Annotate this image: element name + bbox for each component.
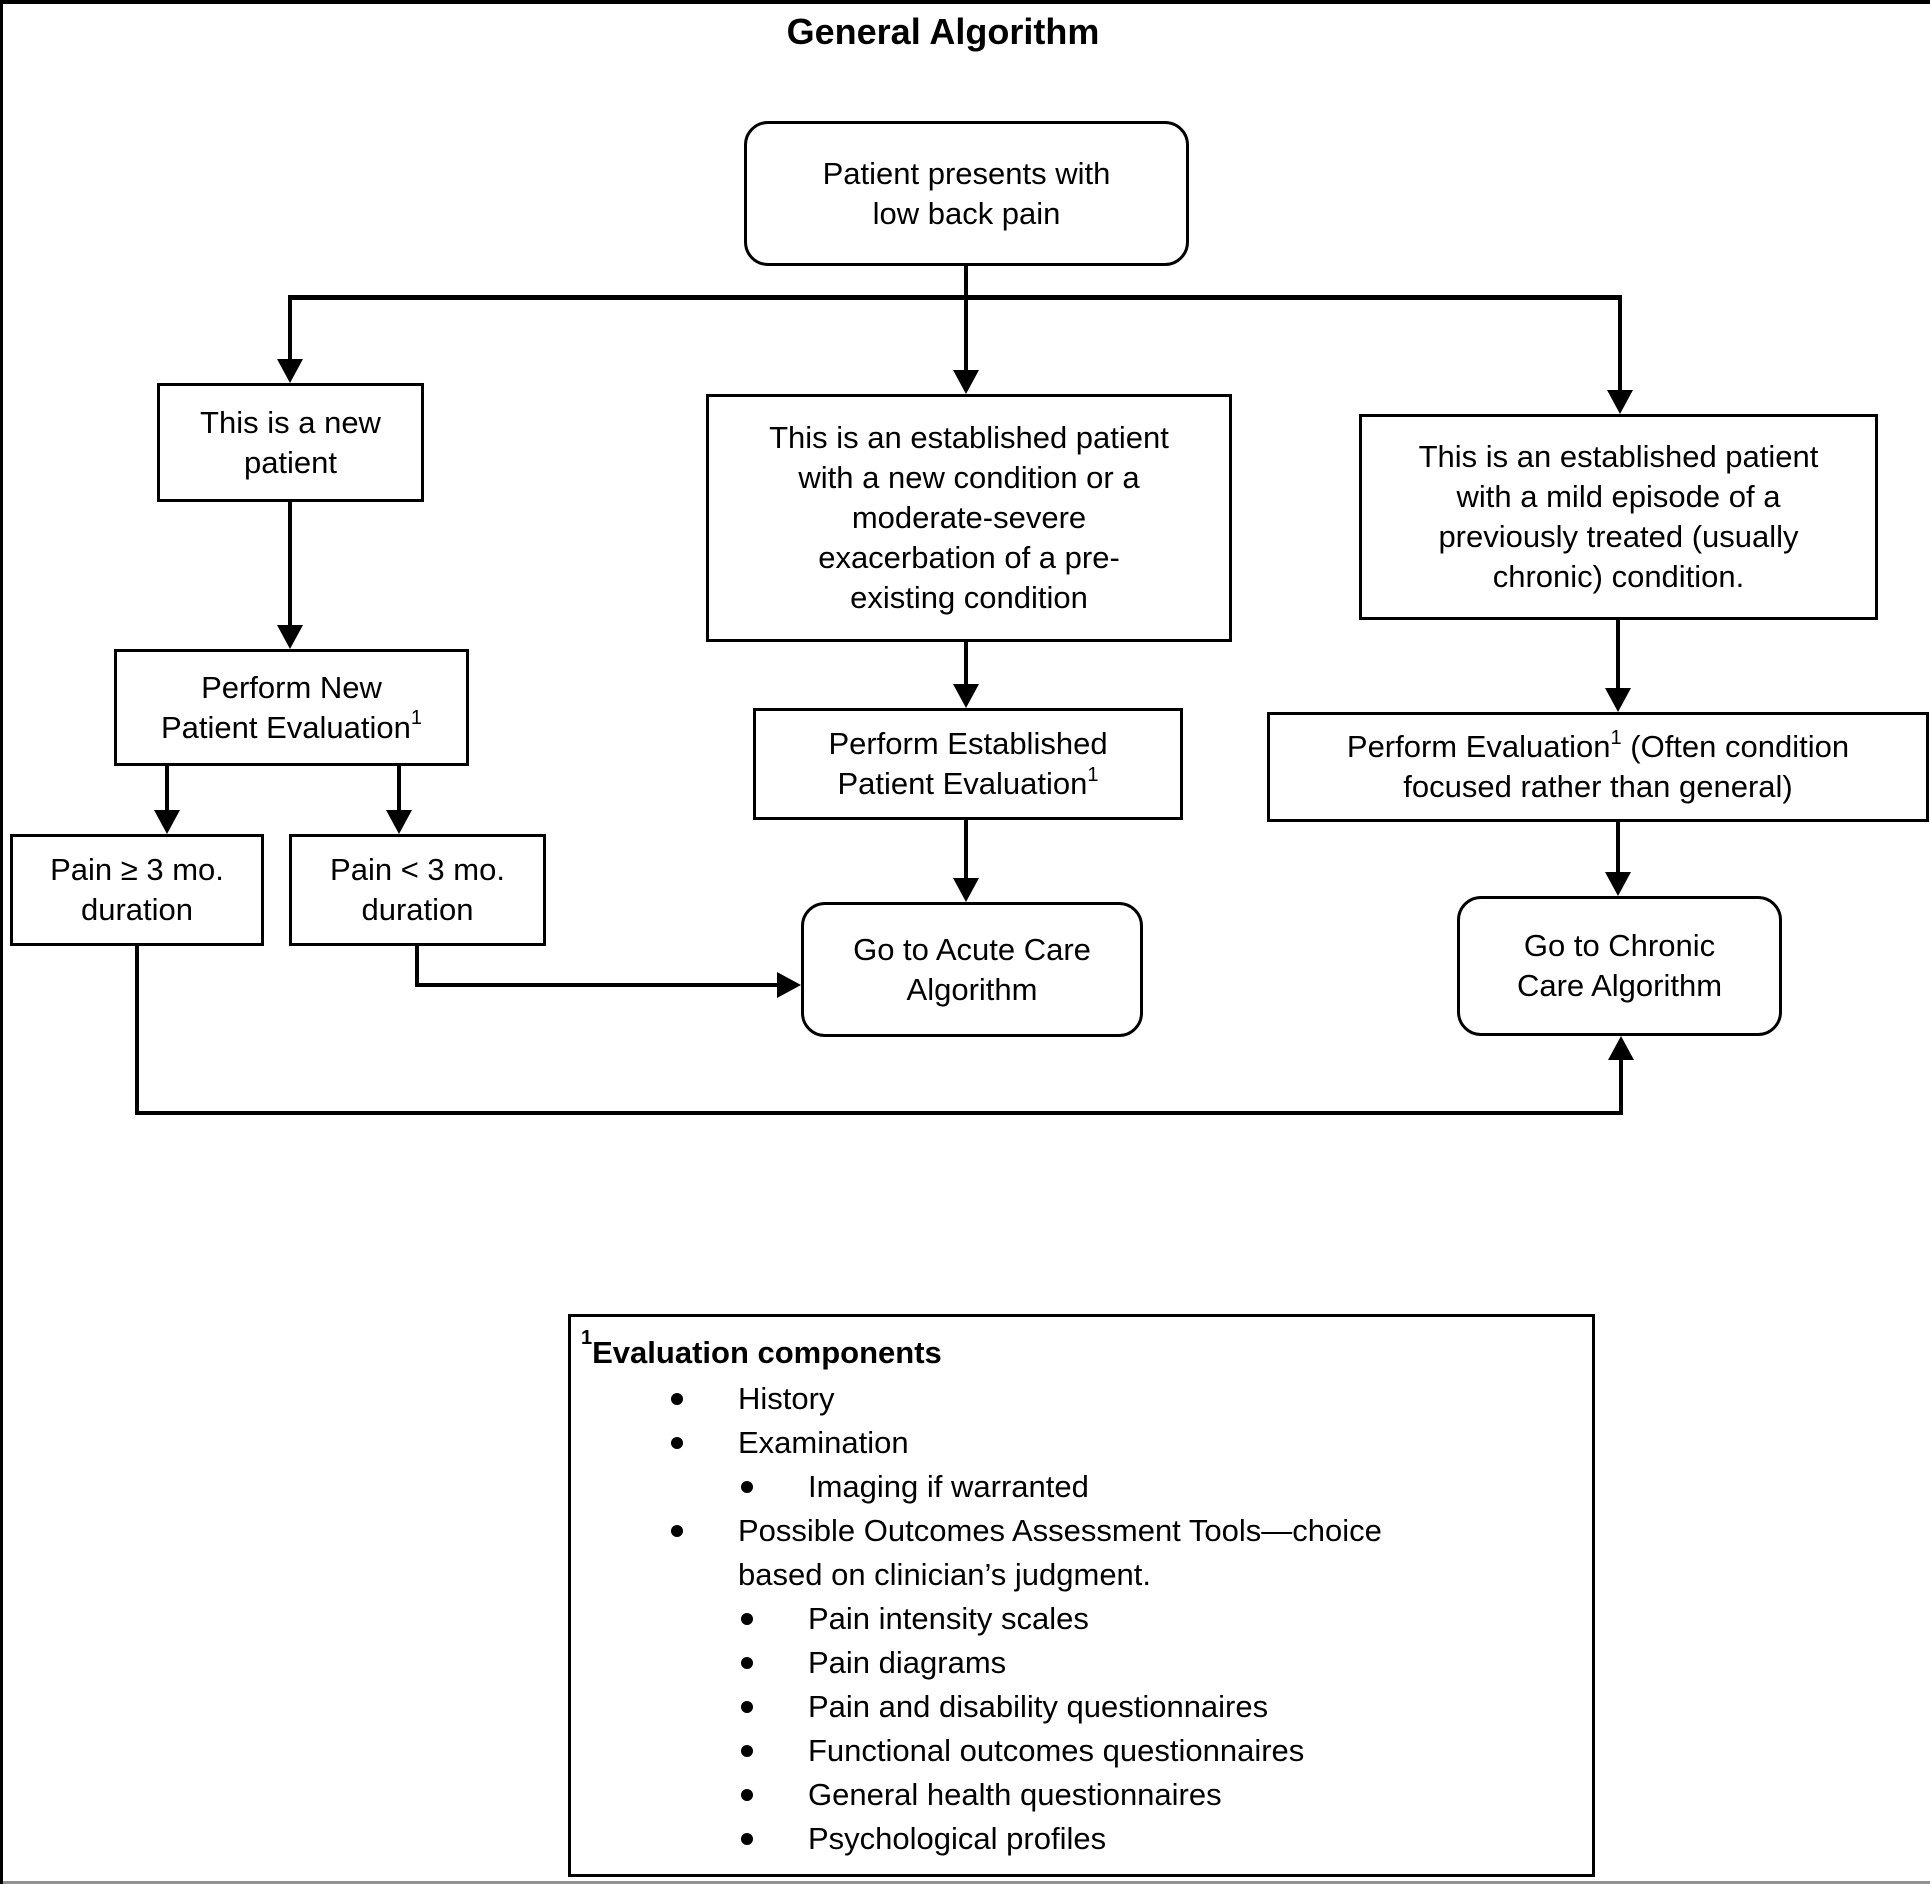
page-title: General Algorithm <box>786 11 1100 52</box>
connector-painge-feedback-v1 <box>135 946 139 1115</box>
node-established-new-condition: This is an established patient with a ne… <box>706 394 1232 642</box>
node-pain-lt-3mo: Pain < 3 mo. duration <box>289 834 546 946</box>
node-established-mild-episode: This is an established patient with a mi… <box>1359 414 1878 620</box>
evaluation-components-heading: 1Evaluation components <box>581 1326 942 1370</box>
node-pain-ge-3mo: Pain ≥ 3 mo. duration <box>10 834 264 946</box>
connector-painlt-elbow-h <box>415 983 777 987</box>
bottom-border <box>3 1881 1930 1884</box>
list-item: Possible Outcomes Assessment Tools—choic… <box>581 1509 1574 1597</box>
connector-eval-to-pain-lt <box>397 766 401 810</box>
bullet-icon <box>741 1833 753 1845</box>
footnote-marker: 1 <box>581 1326 593 1349</box>
bullet-icon <box>741 1789 753 1801</box>
arrowhead-down-icon <box>1607 390 1633 414</box>
node-perform-eval-condition: Perform Evaluation1 (Often condition foc… <box>1267 712 1929 822</box>
arrowhead-up-icon <box>1608 1036 1634 1060</box>
list-item: Pain and disability questionnaires <box>581 1685 1574 1729</box>
arrowhead-down-icon <box>277 625 303 649</box>
arrowhead-down-icon <box>953 684 979 708</box>
connector-top-to-middle <box>964 266 968 370</box>
bullet-icon <box>671 1393 683 1405</box>
list-item: Psychological profiles <box>581 1817 1574 1861</box>
arrowhead-down-icon <box>386 810 412 834</box>
list-item: Imaging if warranted <box>581 1465 1574 1509</box>
node-acute-care: Go to Acute Care Algorithm <box>801 902 1143 1037</box>
node-perform-new-eval: Perform New Patient Evaluation1 <box>114 649 469 766</box>
arrowhead-right-icon <box>777 972 801 998</box>
connector-eval-to-chronic <box>1616 822 1620 872</box>
bullet-icon <box>671 1525 683 1537</box>
list-item: General health questionnaires <box>581 1773 1574 1817</box>
connector-painlt-elbow-v <box>415 946 419 987</box>
node-chronic-care: Go to Chronic Care Algorithm <box>1457 896 1782 1036</box>
node-patient-presents: Patient presents with low back pain <box>744 121 1189 266</box>
arrowhead-down-icon <box>277 359 303 383</box>
list-item: Pain diagrams <box>581 1641 1574 1685</box>
list-item: Pain intensity scales <box>581 1597 1574 1641</box>
list-item: History <box>581 1377 1574 1421</box>
connector-painge-feedback-v2 <box>1619 1060 1623 1115</box>
connector-distribution-line <box>288 295 1622 300</box>
connector-eval-to-pain-ge <box>165 766 169 810</box>
list-item: Functional outcomes questionnaires <box>581 1729 1574 1773</box>
bullet-icon <box>741 1481 753 1493</box>
bullet-icon <box>741 1613 753 1625</box>
connector-right-branch <box>1618 295 1622 390</box>
connector-painge-feedback-h <box>135 1111 1623 1115</box>
connector-left-branch <box>288 295 292 359</box>
bullet-icon <box>741 1657 753 1669</box>
node-perform-established-eval: Perform Established Patient Evaluation1 <box>753 708 1183 820</box>
evaluation-components-box: 1Evaluation components History Examinati… <box>568 1314 1595 1877</box>
connector-eval-to-acute <box>964 820 968 878</box>
arrowhead-down-icon <box>154 810 180 834</box>
connector-newpatient-to-eval <box>288 502 292 625</box>
footnote-marker: 1 <box>1087 763 1099 786</box>
bullet-icon <box>741 1745 753 1757</box>
arrowhead-down-icon <box>953 878 979 902</box>
arrowhead-down-icon <box>1605 872 1631 896</box>
footnote-marker: 1 <box>1610 726 1622 749</box>
bullet-icon <box>671 1437 683 1449</box>
footnote-marker: 1 <box>410 707 423 730</box>
arrowhead-down-icon <box>953 370 979 394</box>
bullet-icon <box>741 1701 753 1713</box>
arrowhead-down-icon <box>1605 688 1631 712</box>
connector-established-to-eval <box>964 642 968 684</box>
node-new-patient: This is a new patient <box>157 383 424 502</box>
connector-mild-to-eval <box>1616 620 1620 688</box>
list-item: Examination <box>581 1421 1574 1465</box>
